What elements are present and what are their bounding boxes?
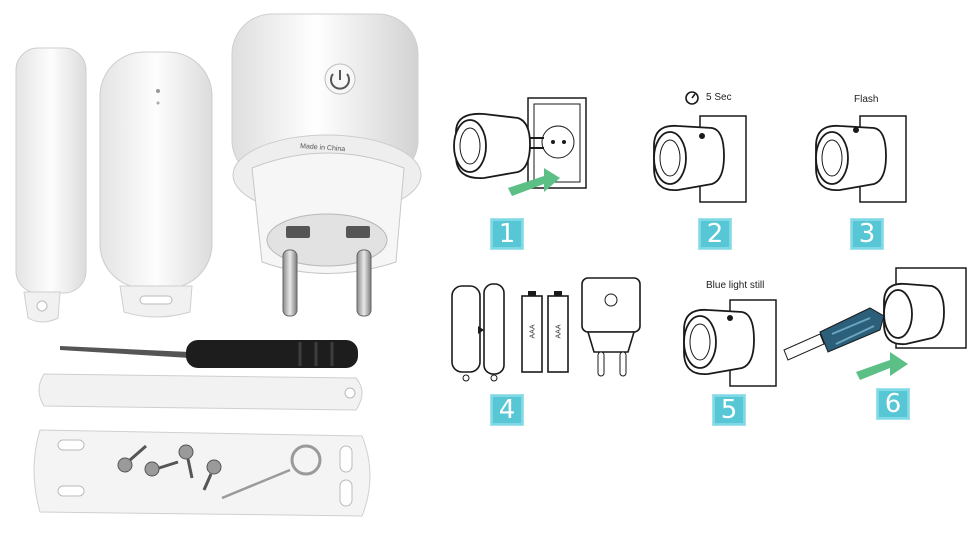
battery-icon	[521, 291, 569, 373]
timer-icon	[685, 91, 699, 105]
step-1-number: 1	[490, 218, 524, 250]
reset-pin	[221, 444, 322, 500]
step-4-illustration	[451, 277, 641, 382]
smart-plug	[231, 13, 422, 317]
adhesive-pads	[33, 373, 371, 517]
step-2-caption: 5 Sec	[706, 92, 732, 103]
step-5-caption: Blue light still	[706, 280, 765, 291]
door-sensor-body	[99, 51, 213, 318]
screws	[117, 444, 222, 491]
step-6-number: 6	[876, 388, 910, 420]
screwdriver	[60, 340, 358, 368]
step-1: 1	[444, 92, 594, 252]
step-5-illustration	[683, 299, 777, 387]
step-6-illustration	[783, 267, 967, 380]
step-5: Blue light still 5	[672, 278, 822, 438]
door-sensor-strip	[15, 47, 87, 323]
step-3: Flash 3	[806, 86, 956, 250]
step-4: AAA AAA 4	[448, 272, 658, 432]
step-5-number: 5	[712, 394, 746, 426]
step-4-number: 4	[490, 394, 524, 426]
step-3-caption: Flash	[854, 94, 879, 105]
step-1-illustration	[453, 97, 587, 196]
battery-label-2: AAA	[555, 324, 563, 339]
product-photo: Made in China	[15, 13, 422, 517]
plug-label: Made in China	[300, 143, 346, 153]
battery-label-1: AAA	[529, 324, 537, 339]
step-3-illustration	[815, 115, 907, 203]
step-2-number: 2	[698, 218, 732, 250]
step-6: 6	[780, 262, 976, 422]
step-2: 5 Sec 2	[640, 86, 790, 250]
step-2-illustration	[653, 91, 747, 203]
sensor-icon	[451, 283, 505, 382]
step-3-number: 3	[850, 218, 884, 250]
plug-icon	[581, 277, 641, 377]
power-cord-icon	[783, 307, 885, 361]
